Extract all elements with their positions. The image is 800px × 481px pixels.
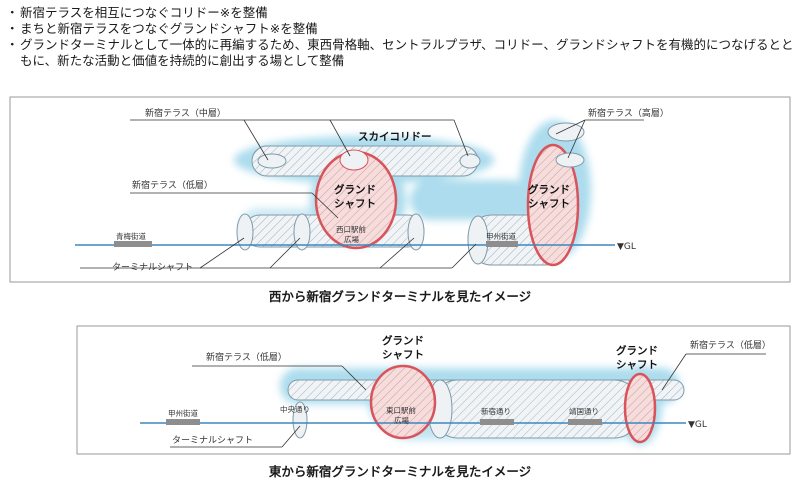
- west-terrace-mid-end: [257, 153, 287, 169]
- east-grand-shaft-right: [623, 372, 657, 444]
- west-terminal-shaft-2: [293, 213, 311, 251]
- east-plaza-line2: 広場: [394, 415, 409, 425]
- bullet-item: グランドターミナルとして一体的に再編するため、東西骨格軸、セントラルプラザ、コリ…: [6, 37, 794, 69]
- bullet-item: 新宿テラスを相互につなぐコリドー※を整備: [6, 5, 794, 21]
- east-shaft-mid-line2: シャフト: [382, 349, 424, 361]
- west-view: 新宿テラス（中層） 新宿テラス（高層） 新宿テラス（低層） スカイコリドー グラ…: [9, 96, 791, 283]
- west-shaft-right-line2: シャフト: [528, 198, 570, 210]
- east-shinjuku-street-label: 新宿通り: [481, 406, 511, 416]
- west-shaft-left-line2: シャフト: [334, 198, 376, 210]
- east-plaza-line1: 東口駅前: [386, 405, 416, 415]
- east-shaft-right-line2: シャフト: [616, 359, 658, 371]
- west-leader-lines: [80, 119, 644, 269]
- bullet-item: まちと新宿テラスをつなぐグランドシャフト※を整備: [6, 21, 794, 37]
- east-koshu-marker: [166, 419, 200, 425]
- west-ome-marker: [114, 241, 152, 247]
- east-terrace-low-left-label: 新宿テラス（低層）: [206, 351, 287, 363]
- east-view: 新宿テラス（低層） 新宿テラス（低層） グランド シャフト グランド シャフト …: [76, 325, 791, 455]
- west-terrace-low-label: 新宿テラス（低層）: [132, 179, 213, 191]
- east-terminal-shaft-label: ターミナルシャフト: [172, 435, 253, 446]
- west-shaft-left-line1: グランド: [334, 183, 376, 196]
- east-terrace-low-right-label: 新宿テラス（低層）: [690, 339, 771, 351]
- west-plaza-line1: 西口駅前: [336, 224, 366, 234]
- east-grand-shaft-mid: [369, 364, 437, 440]
- west-terrace-high-label: 新宿テラス（高層）: [588, 107, 669, 119]
- east-shaft-mid-line1: グランド: [382, 334, 424, 347]
- west-koshu-marker: [486, 241, 518, 247]
- west-terminal-shaft-3: [407, 213, 425, 251]
- east-shaft-right-line1: グランド: [616, 344, 658, 357]
- bullet-list: 新宿テラスを相互につなぐコリドー※を整備 まちと新宿テラスをつなぐグランドシャフ…: [6, 5, 794, 69]
- east-caption: 東から新宿グランドターミナルを見たイメージ: [268, 464, 532, 479]
- west-grand-shaft-left-top: [339, 149, 369, 171]
- east-chuo-street-label: 中央通り: [280, 404, 310, 414]
- west-koshu-tube-end: [467, 215, 489, 265]
- west-terrace-high-mid: [555, 152, 585, 168]
- east-yasukuni-marker: [568, 419, 602, 425]
- west-sky-corridor-label: スカイコリドー: [358, 131, 432, 143]
- east-yasukuni-street-label: 靖国通り: [569, 406, 599, 416]
- east-terminal-shaft: [292, 401, 308, 439]
- west-shaft-right-line1: グランド: [528, 183, 570, 196]
- east-koshu-street-label: 甲州街道: [168, 408, 198, 418]
- west-terminal-shaft-label: ターミナルシャフト: [112, 262, 193, 273]
- east-leader-lines: [170, 353, 766, 448]
- east-concourse-tube: [431, 379, 641, 439]
- west-terrace-high-top: [547, 122, 585, 142]
- west-terrace-mid-end-right: [459, 153, 481, 169]
- east-shinjuku-marker: [480, 419, 514, 425]
- west-gl-label: ▼GL: [617, 242, 636, 252]
- west-caption: 西から新宿グランドターミナルを見たイメージ: [268, 289, 532, 304]
- west-terminal-shaft-1: [236, 213, 254, 251]
- east-gl-label: ▼GL: [688, 420, 707, 430]
- west-koshu-street-label: 甲州街道: [486, 231, 516, 241]
- west-terrace-mid-label: 新宿テラス（中層）: [145, 107, 226, 119]
- west-ome-street-label: 青梅街道: [116, 231, 146, 241]
- west-grand-shaft-right: [526, 143, 580, 267]
- west-plaza-line2: 広場: [344, 234, 359, 244]
